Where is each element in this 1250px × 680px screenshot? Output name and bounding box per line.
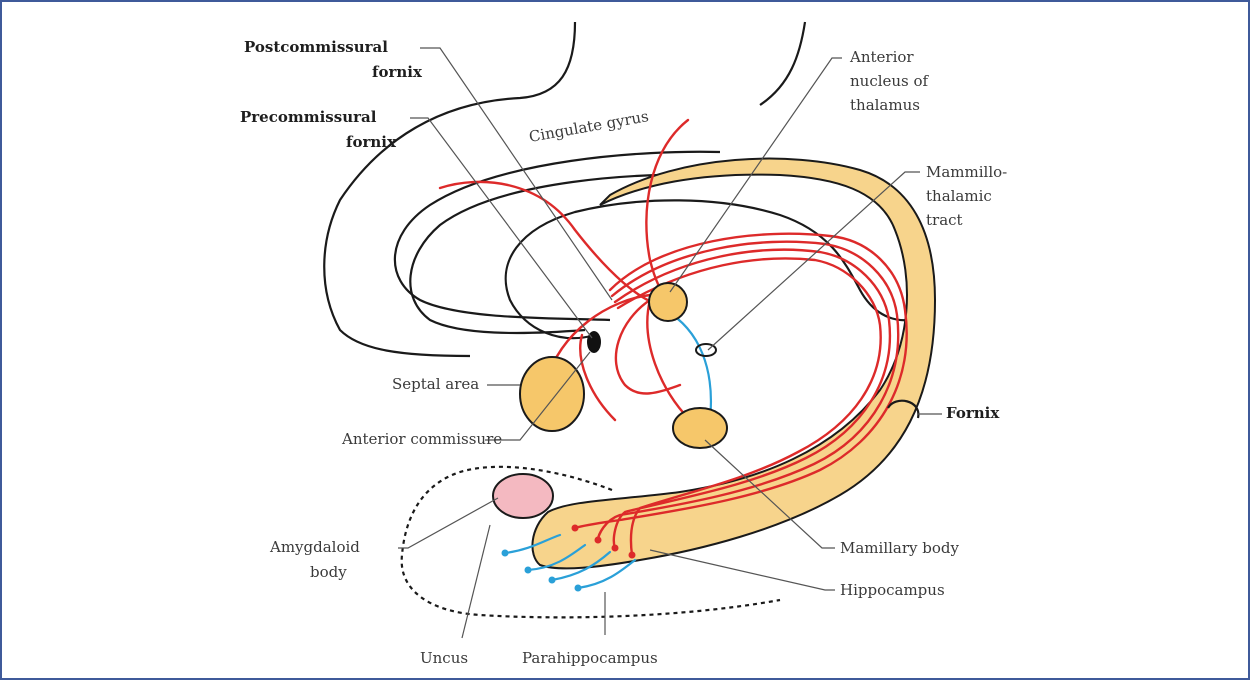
hippo-dot-3 <box>612 545 619 552</box>
anterior-nucleus-shape <box>649 283 687 321</box>
leader-uncus <box>462 525 490 638</box>
label-postcommissural-line2: fornix <box>372 63 423 81</box>
label-amygdaloid-line1: Amygdaloid <box>269 538 360 556</box>
label-hippocampus: Hippocampus <box>840 581 945 599</box>
mamillary-body-shape <box>673 408 727 448</box>
label-postcommissural-line1: Postcommissural <box>244 38 388 56</box>
parahippo-dot-4 <box>575 585 582 592</box>
hippo-dot-1 <box>572 525 579 532</box>
label-fornix: Fornix <box>946 404 1000 422</box>
cortex-right-outline <box>760 22 805 105</box>
leader-amygdaloid <box>398 498 498 548</box>
label-anterior-commissure: Anterior commissure <box>341 430 502 448</box>
amygdaloid-body-shape <box>493 474 553 518</box>
label-mammillothalamic-line3: tract <box>926 211 963 229</box>
parahippo-dot-1 <box>502 550 509 557</box>
septal-area-shape <box>520 357 584 431</box>
mammillothalamic-fiber <box>665 310 711 420</box>
label-septal-area: Septal area <box>392 375 479 393</box>
parahippo-dot-3 <box>549 577 556 584</box>
label-precommissural-line2: fornix <box>346 133 397 151</box>
precommissural-fiber <box>440 182 660 305</box>
label-mammillothalamic-line1: Mammillo- <box>926 163 1007 181</box>
label-parahippocampus: Parahippocampus <box>522 649 658 667</box>
cortex-top-outline <box>324 22 575 356</box>
label-anterior-nucleus-line2: nucleus of <box>850 72 930 90</box>
label-cingulate-gyrus: Cingulate gyrus <box>528 107 651 146</box>
hippo-dot-2 <box>595 537 602 544</box>
parahippo-dot-2 <box>525 567 532 574</box>
hippo-dot-4 <box>629 552 636 559</box>
label-anterior-nucleus-line1: Anterior <box>849 48 914 66</box>
label-amygdaloid-line2: body <box>310 563 347 581</box>
label-uncus: Uncus <box>420 649 468 667</box>
label-mamillary-body: Mamillary body <box>840 539 960 557</box>
label-anterior-nucleus-line3: thalamus <box>850 96 920 114</box>
label-precommissural-line1: Precommissural <box>240 108 377 126</box>
leader-postcommissural <box>420 48 612 300</box>
fornix-band <box>532 159 935 569</box>
leader-hippocampus <box>650 550 835 590</box>
label-mammillothalamic-line2: thalamic <box>926 187 992 205</box>
